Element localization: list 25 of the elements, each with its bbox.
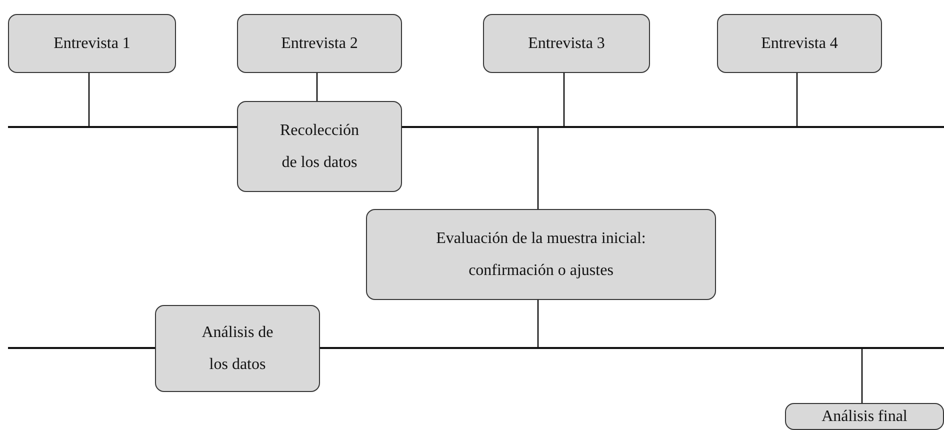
timeline-line <box>320 347 944 349</box>
box-label: Análisis final <box>822 406 908 426</box>
process-box <box>483 14 650 73</box>
connector-line <box>537 300 539 347</box>
box-label: Recolección de los datos <box>278 120 360 172</box>
connector-line <box>796 73 798 126</box>
connector-line <box>88 73 90 126</box>
process-box <box>237 14 402 73</box>
box-label: Entrevista 4 <box>761 34 838 54</box>
process-box <box>155 305 320 392</box>
box-label: Evaluación de la muestra inicial: confirmación o ajustes <box>435 228 647 280</box>
box-label: Entrevista 1 <box>54 34 130 54</box>
box-label: Entrevista 2 <box>281 34 358 54</box>
process-box <box>8 14 176 73</box>
box-label: Entrevista 3 <box>528 34 605 54</box>
box-label: Análisis de los datos <box>200 322 274 374</box>
connector-line <box>861 349 863 403</box>
connector-line <box>537 128 539 209</box>
process-box <box>366 209 716 300</box>
process-box <box>717 14 882 73</box>
timeline-line <box>8 126 944 128</box>
connector-line <box>316 73 318 101</box>
process-box <box>785 403 944 430</box>
connector-line <box>563 73 565 126</box>
process-box <box>237 101 402 192</box>
